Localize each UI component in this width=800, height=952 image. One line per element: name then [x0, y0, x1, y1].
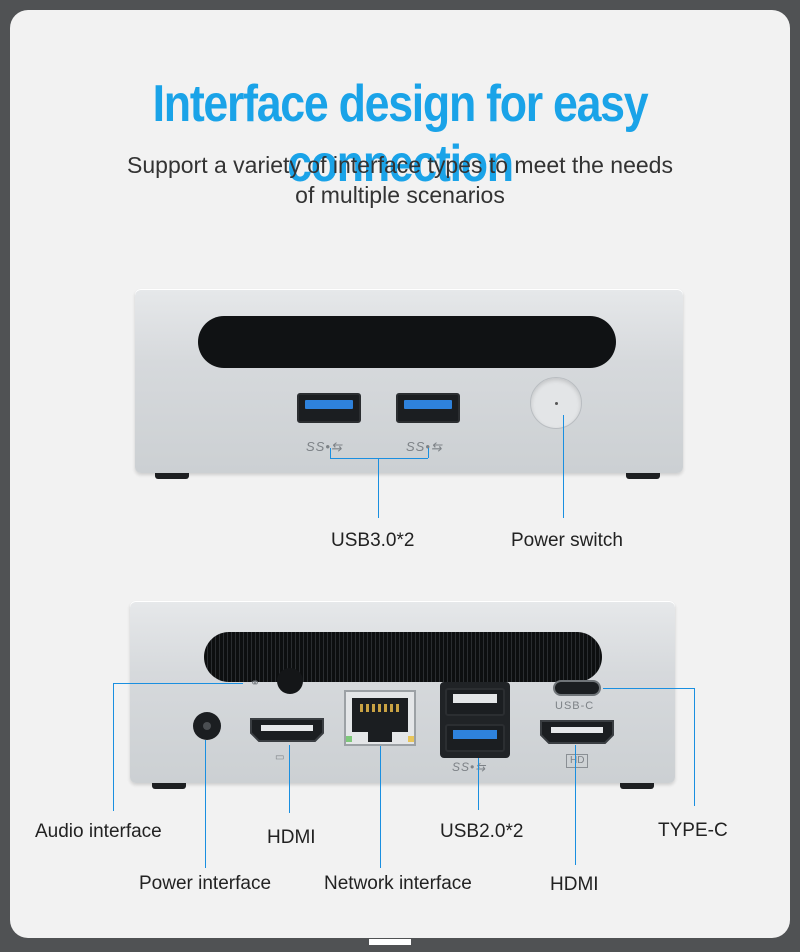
- subtitle-line-2: of multiple scenarios: [295, 182, 505, 208]
- hdmi-left-leader: [289, 745, 290, 813]
- hd-mark: HD: [566, 754, 589, 768]
- front-usb3-port-2: [396, 393, 460, 423]
- page-subtitle: Support a variety of interface types to …: [0, 150, 800, 210]
- back-foot-right: [620, 783, 654, 789]
- audio-leader-v: [113, 683, 114, 811]
- page-title: Interface design for easy connection: [152, 75, 649, 193]
- power-switch-label: Power switch: [511, 530, 623, 551]
- audio-leader-h: [113, 683, 243, 684]
- front-foot-left: [155, 473, 189, 479]
- power-leader-v2: [205, 740, 206, 868]
- network-interface-label: Network interface: [324, 873, 472, 894]
- bottom-tab: [369, 939, 411, 945]
- usb-leader-left: [330, 448, 331, 458]
- hdmi-port-left: [250, 718, 324, 742]
- content-panel: [10, 10, 790, 938]
- network-leader: [380, 746, 381, 868]
- back-vent: [204, 632, 602, 682]
- front-ss-mark-2: SS•⇆: [406, 439, 443, 454]
- audio-interface-label: Audio interface: [35, 821, 162, 842]
- hdmi-right-leader: [575, 745, 576, 865]
- usb2-port-bottom: [445, 724, 505, 752]
- network-port: [344, 690, 416, 746]
- power-leader-v: [563, 415, 564, 518]
- front-vent: [198, 316, 616, 368]
- hdmi-left-mark: ▭: [275, 752, 285, 763]
- usb-leader-h: [330, 458, 428, 459]
- hdmi-right-label: HDMI: [550, 874, 599, 895]
- usb2-leader: [478, 758, 479, 810]
- hdmi-left-label: HDMI: [267, 827, 316, 848]
- usb-leader-right: [428, 448, 429, 458]
- headphone-icon: ⚭: [250, 676, 261, 690]
- front-foot-right: [626, 473, 660, 479]
- audio-jack: [277, 668, 303, 694]
- typec-leader-h: [603, 688, 695, 689]
- back-ss-mark: SS•⇆: [452, 760, 487, 774]
- back-foot-left: [152, 783, 186, 789]
- usb-leader-v: [378, 458, 379, 518]
- front-usb3-port-1: [297, 393, 361, 423]
- usb2-port-top: [445, 688, 505, 716]
- front-ss-mark-1: SS•⇆: [306, 439, 343, 454]
- typec-leader-v: [694, 688, 695, 806]
- hdmi-port-right: [540, 720, 614, 744]
- power-button: [530, 377, 582, 429]
- usb2-label: USB2.0*2: [440, 821, 524, 842]
- typec-label: TYPE-C: [658, 820, 728, 841]
- usbc-mark: USB-C: [555, 700, 595, 712]
- typec-port: [553, 680, 601, 696]
- power-interface-label: Power interface: [139, 873, 272, 894]
- dc-power-jack-pin: [203, 722, 211, 730]
- subtitle-line-1: Support a variety of interface types to …: [127, 152, 673, 178]
- usb3-label: USB3.0*2: [331, 530, 415, 551]
